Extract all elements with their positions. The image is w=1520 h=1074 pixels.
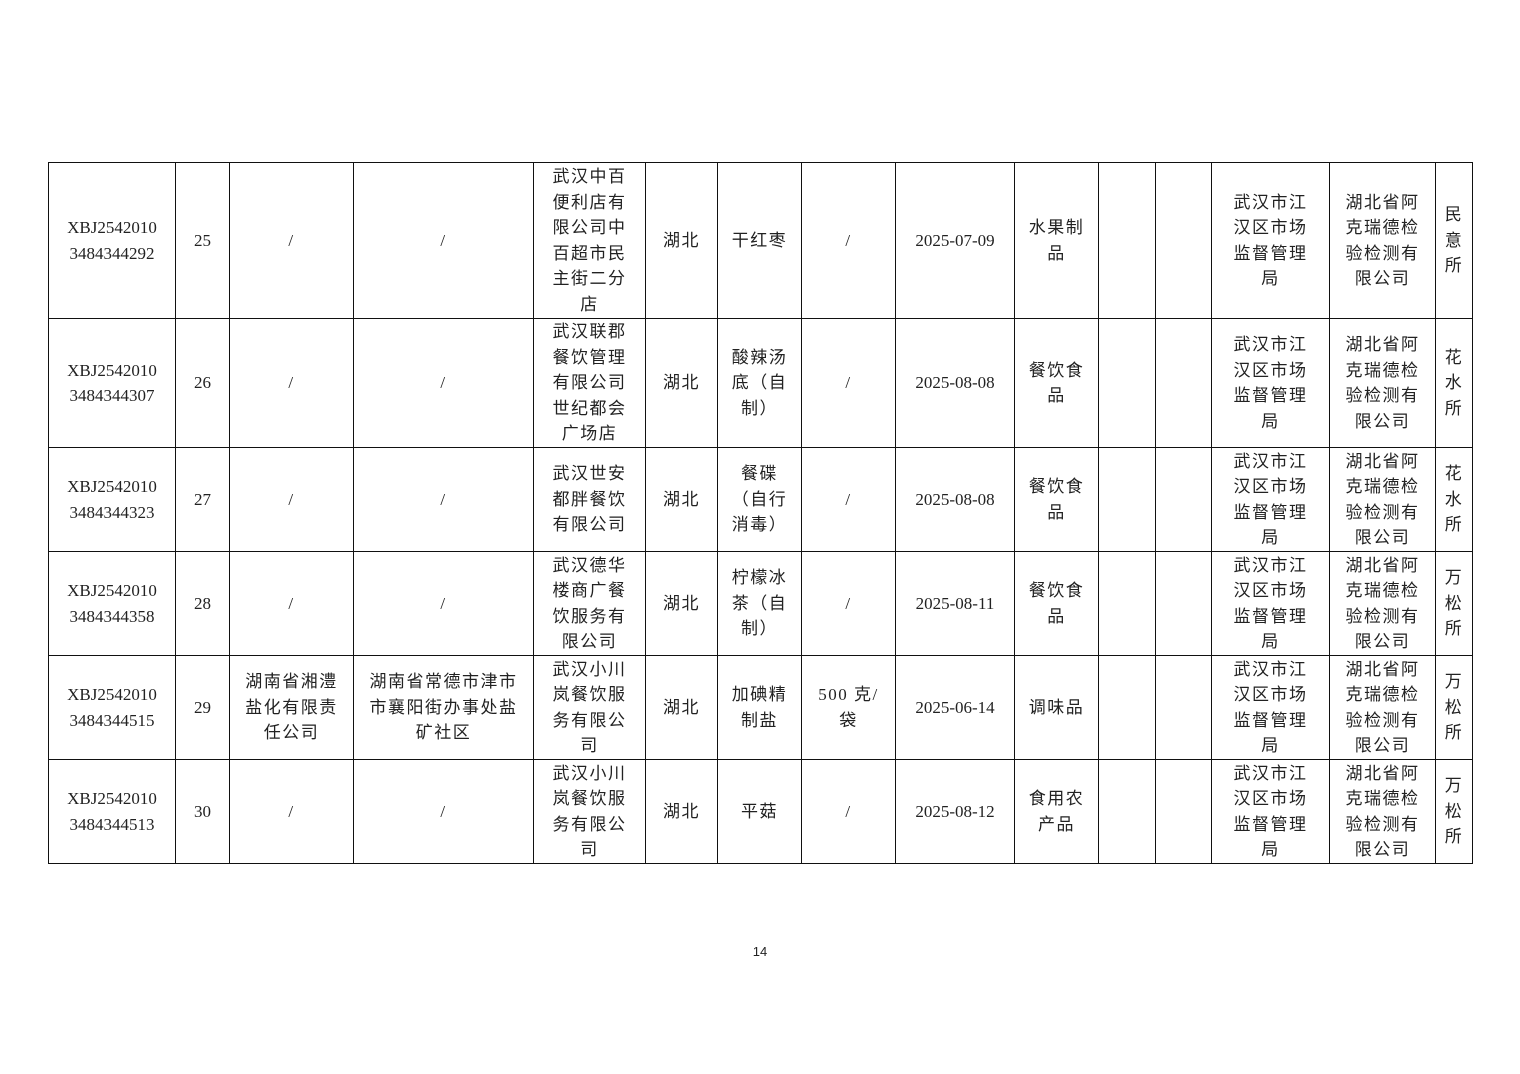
cell-food-name: 平菇 bbox=[717, 759, 802, 864]
cell-serial-number: 25 bbox=[175, 162, 230, 319]
cell-production-date: 2025-08-11 bbox=[895, 551, 1015, 656]
cell-sample-id: XBJ2542010 3484344323 bbox=[48, 447, 176, 552]
cell-manufacturer-address: / bbox=[353, 759, 534, 864]
cell-manufacturer-address: / bbox=[353, 551, 534, 656]
page-number: 14 bbox=[752, 944, 768, 959]
cell-food-category: 食用农 产品 bbox=[1014, 759, 1099, 864]
cell-province: 湖北 bbox=[645, 447, 718, 552]
cell-manufacturer: / bbox=[229, 759, 354, 864]
cell-blank-a bbox=[1098, 655, 1156, 760]
cell-food-name: 酸辣汤 底（自 制） bbox=[717, 318, 802, 448]
cell-station: 万 松 所 bbox=[1435, 655, 1473, 760]
cell-task-source: 武汉市江 汉区市场 监督管理 局 bbox=[1211, 318, 1330, 448]
cell-production-date: 2025-06-14 bbox=[895, 655, 1015, 760]
cell-food-category: 餐饮食 品 bbox=[1014, 318, 1099, 448]
cell-serial-number: 27 bbox=[175, 447, 230, 552]
cell-manufacturer-address: 湖南省常德市津市 市襄阳街办事处盐 矿社区 bbox=[353, 655, 534, 760]
cell-station: 花 水 所 bbox=[1435, 447, 1473, 552]
cell-station: 花 水 所 bbox=[1435, 318, 1473, 448]
cell-manufacturer: / bbox=[229, 447, 354, 552]
cell-sampled-unit: 武汉中百 便利店有 限公司中 百超市民 主街二分 店 bbox=[533, 162, 646, 319]
cell-province: 湖北 bbox=[645, 759, 718, 864]
cell-testing-agency: 湖北省阿 克瑞德检 验检测有 限公司 bbox=[1329, 162, 1436, 319]
cell-manufacturer-address: / bbox=[353, 447, 534, 552]
cell-blank-a bbox=[1098, 551, 1156, 656]
cell-task-source: 武汉市江 汉区市场 监督管理 局 bbox=[1211, 759, 1330, 864]
cell-province: 湖北 bbox=[645, 162, 718, 319]
cell-sampled-unit: 武汉小川 岚餐饮服 务有限公 司 bbox=[533, 759, 646, 864]
cell-food-category: 水果制 品 bbox=[1014, 162, 1099, 319]
cell-manufacturer: / bbox=[229, 162, 354, 319]
cell-sampled-unit: 武汉德华 楼商广餐 饮服务有 限公司 bbox=[533, 551, 646, 656]
cell-food-category: 餐饮食 品 bbox=[1014, 447, 1099, 552]
cell-testing-agency: 湖北省阿 克瑞德检 验检测有 限公司 bbox=[1329, 759, 1436, 864]
cell-blank-a bbox=[1098, 759, 1156, 864]
cell-task-source: 武汉市江 汉区市场 监督管理 局 bbox=[1211, 551, 1330, 656]
cell-production-date: 2025-08-08 bbox=[895, 318, 1015, 448]
cell-testing-agency: 湖北省阿 克瑞德检 验检测有 限公司 bbox=[1329, 655, 1436, 760]
cell-sampled-unit: 武汉小川 岚餐饮服 务有限公 司 bbox=[533, 655, 646, 760]
cell-manufacturer-address: / bbox=[353, 162, 534, 319]
cell-specification: / bbox=[801, 318, 896, 448]
cell-blank-a bbox=[1098, 318, 1156, 448]
cell-sample-id: XBJ2542010 3484344515 bbox=[48, 655, 176, 760]
cell-station: 万 松 所 bbox=[1435, 759, 1473, 864]
cell-blank-a bbox=[1098, 162, 1156, 319]
cell-sample-id: XBJ2542010 3484344307 bbox=[48, 318, 176, 448]
cell-province: 湖北 bbox=[645, 551, 718, 656]
cell-serial-number: 28 bbox=[175, 551, 230, 656]
cell-food-category: 餐饮食 品 bbox=[1014, 551, 1099, 656]
cell-blank-b bbox=[1155, 447, 1212, 552]
cell-specification: / bbox=[801, 551, 896, 656]
cell-testing-agency: 湖北省阿 克瑞德检 验检测有 限公司 bbox=[1329, 551, 1436, 656]
cell-sampled-unit: 武汉联郡 餐饮管理 有限公司 世纪都会 广场店 bbox=[533, 318, 646, 448]
cell-station: 民 意 所 bbox=[1435, 162, 1473, 319]
cell-blank-b bbox=[1155, 162, 1212, 319]
cell-blank-b bbox=[1155, 655, 1212, 760]
cell-blank-a bbox=[1098, 447, 1156, 552]
cell-sample-id: XBJ2542010 3484344513 bbox=[48, 759, 176, 864]
cell-blank-b bbox=[1155, 759, 1212, 864]
cell-specification: / bbox=[801, 759, 896, 864]
cell-specification: 500 克/ 袋 bbox=[801, 655, 896, 760]
cell-food-name: 加碘精 制盐 bbox=[717, 655, 802, 760]
cell-task-source: 武汉市江 汉区市场 监督管理 局 bbox=[1211, 447, 1330, 552]
cell-sampled-unit: 武汉世安 都胖餐饮 有限公司 bbox=[533, 447, 646, 552]
cell-task-source: 武汉市江 汉区市场 监督管理 局 bbox=[1211, 655, 1330, 760]
cell-food-name: 餐碟 （自行 消毒） bbox=[717, 447, 802, 552]
cell-food-name: 柠檬冰 茶（自 制） bbox=[717, 551, 802, 656]
cell-blank-b bbox=[1155, 318, 1212, 448]
cell-province: 湖北 bbox=[645, 318, 718, 448]
cell-blank-b bbox=[1155, 551, 1212, 656]
cell-station: 万 松 所 bbox=[1435, 551, 1473, 656]
cell-manufacturer: 湖南省湘澧 盐化有限责 任公司 bbox=[229, 655, 354, 760]
cell-testing-agency: 湖北省阿 克瑞德检 验检测有 限公司 bbox=[1329, 318, 1436, 448]
cell-food-category: 调味品 bbox=[1014, 655, 1099, 760]
cell-production-date: 2025-08-08 bbox=[895, 447, 1015, 552]
cell-serial-number: 29 bbox=[175, 655, 230, 760]
cell-serial-number: 30 bbox=[175, 759, 230, 864]
cell-testing-agency: 湖北省阿 克瑞德检 验检测有 限公司 bbox=[1329, 447, 1436, 552]
cell-province: 湖北 bbox=[645, 655, 718, 760]
cell-sample-id: XBJ2542010 3484344358 bbox=[48, 551, 176, 656]
cell-specification: / bbox=[801, 447, 896, 552]
cell-sample-id: XBJ2542010 3484344292 bbox=[48, 162, 176, 319]
cell-production-date: 2025-07-09 bbox=[895, 162, 1015, 319]
cell-manufacturer: / bbox=[229, 551, 354, 656]
cell-food-name: 干红枣 bbox=[717, 162, 802, 319]
cell-specification: / bbox=[801, 162, 896, 319]
cell-serial-number: 26 bbox=[175, 318, 230, 448]
cell-manufacturer-address: / bbox=[353, 318, 534, 448]
cell-production-date: 2025-08-12 bbox=[895, 759, 1015, 864]
cell-manufacturer: / bbox=[229, 318, 354, 448]
cell-task-source: 武汉市江 汉区市场 监督管理 局 bbox=[1211, 162, 1330, 319]
